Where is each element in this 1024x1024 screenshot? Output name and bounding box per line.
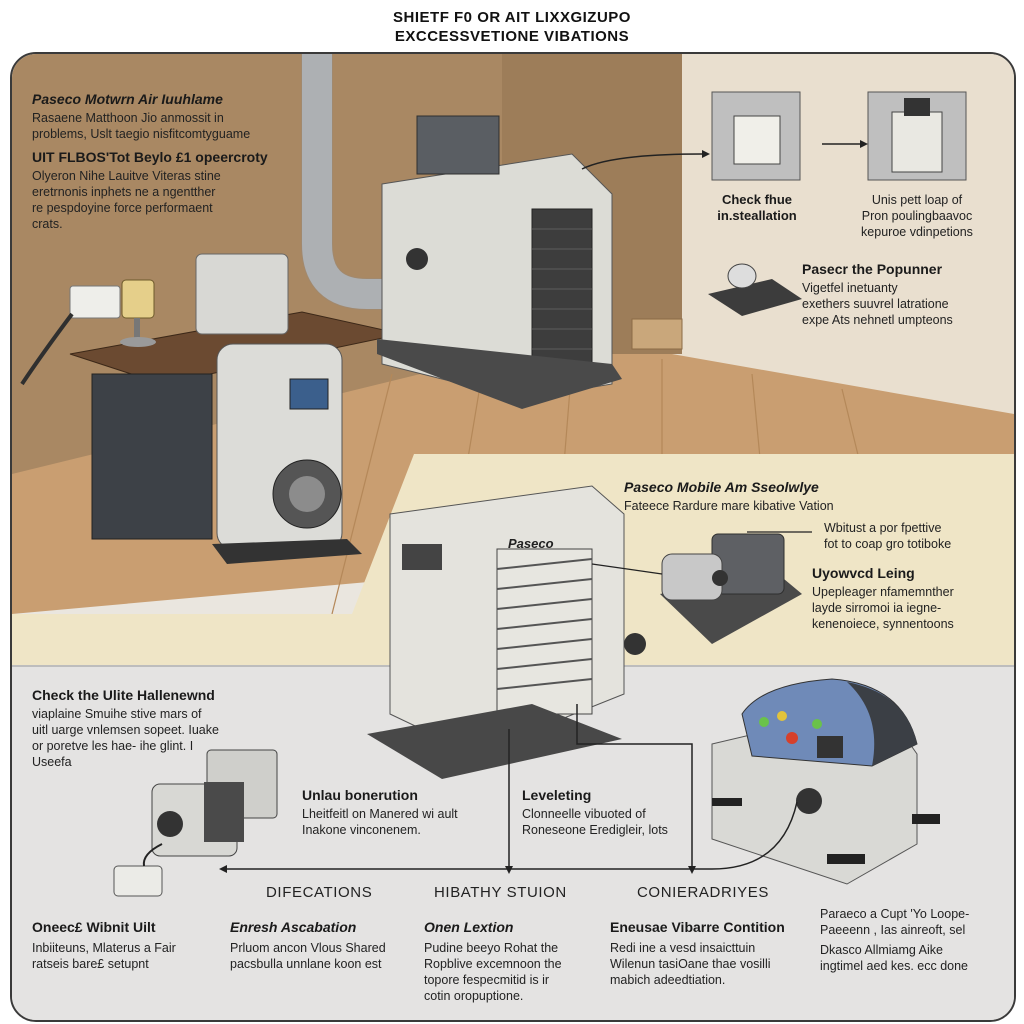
heading-leveling-middle: Uyowvcd Leing (812, 565, 915, 581)
section-head-1: DIFECATIONS (266, 884, 373, 901)
popunner-description: Vigetfel inetuanty exethers suuvrel latr… (802, 281, 953, 327)
col2-title: Enresh Ascabation (230, 919, 357, 935)
callout-leveling-title: Leveleting (522, 787, 592, 803)
check-unit-description: viaplaine Smuihe stive mars of uitl uarg… (32, 707, 219, 769)
callout-support-body: Lheitfeitl on Manered wi ault Inakone vi… (302, 807, 458, 837)
section-head-3: CONIERADRIYES (637, 884, 769, 901)
col1-title: Oneec£ Wibnit Uilt (32, 919, 156, 935)
section-head-2: HIBATHY STUION (434, 884, 567, 901)
illustration-scene (12, 54, 1014, 1020)
callout-fitting: Wbitust a por fpettive fot to coap gro t… (824, 521, 952, 551)
illustration-panel: Paseco Motwrn Air Iuuhlame Rasaene Matth… (10, 52, 1016, 1022)
col5-body: Dkasco Allmiamg Aike ingtimel aed kes. e… (820, 943, 969, 973)
table-base (91, 373, 213, 540)
loop-step-label: Unis pett loap of Pron poulingbaavoc kep… (861, 193, 973, 239)
leveling-description: Upepleager nfamemnther layde sirromoi ia… (812, 585, 954, 631)
diagram-title-line-1: SHIETF F0 OR AIT LIXXGIZUPO (393, 9, 631, 26)
small-appliance (195, 253, 289, 335)
col1-body: Inbiiteuns, Mlaterus a Fair ratseis bare… (32, 941, 176, 971)
heading-check-unit: Check the Ulite Hallenewnd (32, 687, 215, 703)
col4-body: Redi ine a vesd insaicttuin Wilenun tasi… (610, 941, 771, 987)
heading-mobile-unit: Paseco Mobile Am Sseolwlye (624, 479, 819, 495)
wall-outlet (69, 285, 121, 319)
diagram-title-line-2: EXCCESSVETIONE VIBATIONS (394, 28, 630, 45)
col2-body: Prluom ancon Vlous Shared pacsbulla unnl… (230, 941, 386, 971)
col5-title: Paraeco a Cupt 'Yo Loope- Paeeenn , Ias … (820, 907, 970, 937)
lamp (121, 279, 155, 319)
fault-description: Olyeron Nihe Lauitve Viteras stine eretr… (32, 169, 221, 231)
unit-brand-label: Paseco (508, 536, 554, 551)
col3-title: Onen Lextion (424, 919, 514, 935)
check-installation-label: Check fhue in.steallation (717, 192, 797, 223)
vent-pipe (302, 54, 397, 309)
callout-leveling-body: Clonneelle vibuoted of Roneseone Eredigl… (522, 807, 668, 837)
col3-body: Pudine beeyo Rohat the Ropblive excemnoo… (424, 941, 562, 1003)
motor-description: Rasaene Matthoon Jio anmossit in problem… (32, 111, 251, 141)
mobile-unit-subtitle: Fateece Rardure mare kibative Vation (624, 499, 834, 513)
heading-fault: UIT FLBOS'Tot Beylo £1 opeercroty (32, 149, 268, 165)
heading-motor: Paseco Motwrn Air Iuuhlame (32, 91, 223, 107)
col4-title: Eneusae Vibarre Contition (610, 919, 785, 935)
heading-popunner: Pasecr the Popunner (802, 261, 943, 277)
callout-support-title: Unlau bonerution (302, 787, 418, 803)
